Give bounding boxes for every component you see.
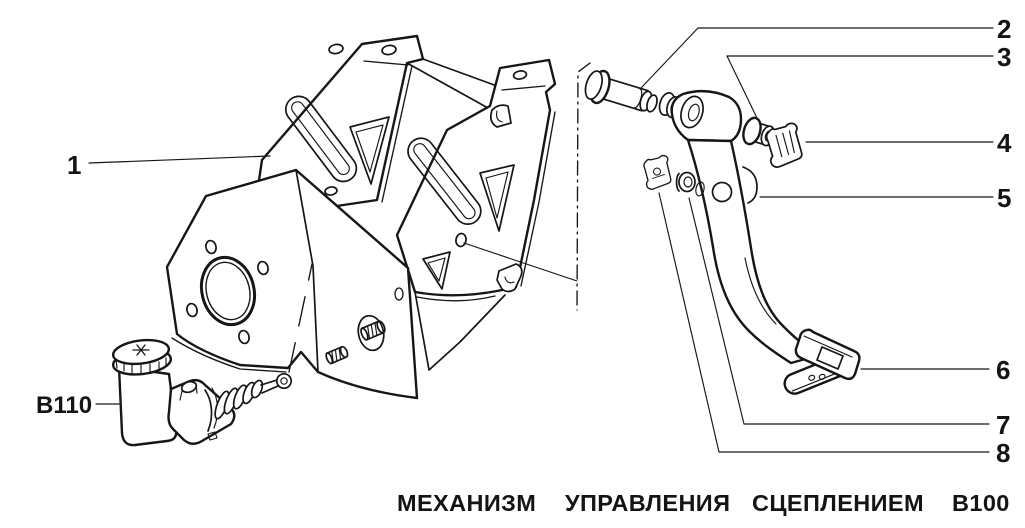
- callout-label-1: 1: [67, 150, 81, 180]
- pushrod: [260, 372, 293, 394]
- callout-2: 2: [640, 14, 1011, 89]
- bracket-right-plate: [395, 58, 557, 371]
- right-plate-lower-flap: [414, 291, 506, 371]
- right-plate-triangle-hole-upper: [479, 164, 515, 232]
- caption: МЕХАНИЗМ УПРАВЛЕНИЯ СЦЕПЛЕНИЕМ B100: [397, 490, 1010, 516]
- bracket-front-plate: [165, 168, 419, 400]
- callout-5: 5: [759, 183, 1011, 213]
- cap-arrow-mark: [132, 344, 150, 356]
- pivot-axis-centerline: [463, 62, 591, 311]
- pushrod-boot: [214, 379, 264, 420]
- cylinder-body: [167, 378, 236, 445]
- pedal-mount-bushing: [675, 171, 696, 193]
- caption-word-1: МЕХАНИЗМ: [397, 490, 536, 516]
- right-plate-slot: [407, 137, 482, 225]
- callout-7: 7: [688, 197, 1010, 440]
- left-plate-outline: [256, 34, 425, 209]
- pedal-mount-clip: [643, 154, 672, 190]
- callout-label-6: 6: [996, 355, 1010, 385]
- callout-label-7: 7: [996, 410, 1010, 440]
- callout-b110: B110: [36, 392, 120, 419]
- pedal-arm: [686, 138, 822, 365]
- bracket-left-plate: [256, 34, 425, 209]
- retaining-spring-clip: [765, 122, 803, 168]
- right-plate-outline: [395, 58, 557, 297]
- stud-recess: [357, 314, 385, 352]
- pedal-arm-hole: [711, 181, 733, 203]
- left-plate-triangle-hole: [349, 116, 390, 185]
- callout-1: 1: [67, 150, 271, 180]
- pedal-stop-hook: [496, 263, 523, 293]
- callout-label-3: 3: [997, 42, 1011, 72]
- front-plate-outline: [165, 168, 419, 400]
- right-plate-triangle-hole-lower: [422, 251, 451, 290]
- callout-label-8: 8: [996, 438, 1010, 468]
- clutch-master-cylinder: [111, 263, 313, 447]
- caption-word-3: СЦЕПЛЕНИЕМ: [752, 490, 924, 516]
- pedal-bracket: [165, 34, 557, 400]
- bracket-rear-web: [406, 58, 498, 109]
- mounting-stud: [360, 320, 386, 341]
- right-plate-hook-tab: [489, 104, 512, 128]
- callouts: 1 2 3 4 5 6 7: [36, 14, 1012, 468]
- pushrod-alignment-line: [288, 263, 313, 373]
- spring-seat-bump: [742, 166, 758, 204]
- pivot-mount-hole: [455, 232, 467, 248]
- callout-label-4: 4: [997, 128, 1012, 158]
- callout-4: 4: [805, 128, 1012, 158]
- master-cylinder-opening: [199, 255, 257, 327]
- figure-code-label: B100: [952, 490, 1010, 516]
- master-cylinder-code-label: B110: [36, 392, 92, 419]
- callout-8: 8: [658, 192, 1010, 468]
- callout-label-5: 5: [997, 183, 1011, 213]
- callout-6: 6: [860, 355, 1010, 385]
- left-plate-tab-hole: [381, 44, 397, 56]
- callout-label-2: 2: [997, 14, 1011, 44]
- pivot-bolt: [584, 69, 658, 113]
- reservoir-body: [117, 365, 178, 447]
- caption-word-2: УПРАВЛЕНИЯ: [565, 490, 730, 516]
- clutch-pedal-group: [584, 69, 861, 395]
- left-plate-slot: [284, 95, 358, 183]
- mounting-stud: [325, 345, 349, 365]
- pedal-hub-boss: [670, 89, 743, 143]
- callout-3: 3: [726, 42, 1011, 119]
- pedal-pad: [794, 328, 861, 381]
- reservoir-cap: [111, 338, 173, 376]
